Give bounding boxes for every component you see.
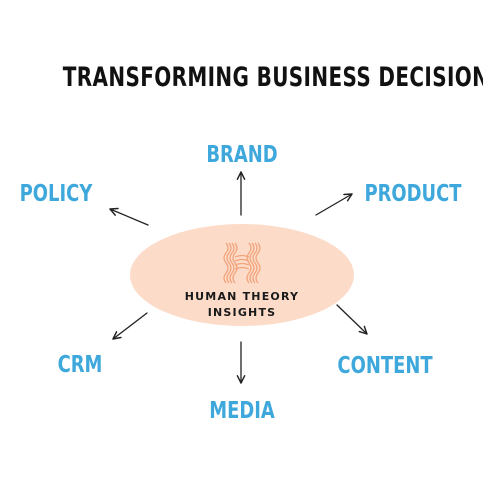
arrow-to-content xyxy=(336,304,368,335)
hub-ellipse xyxy=(130,224,354,326)
node-content: CONTENT xyxy=(337,353,433,379)
node-crm: CRM xyxy=(57,352,103,378)
node-brand: BRAND xyxy=(206,142,278,168)
node-media: MEDIA xyxy=(209,398,275,424)
node-policy: POLICY xyxy=(19,181,93,207)
hub-label-line1: HUMAN THEORY xyxy=(184,290,300,303)
diagram-title: TRANSFORMING BUSINESS DECISIONS xyxy=(62,62,483,93)
hub-label-line2: INSIGHTS xyxy=(207,306,277,319)
arrow-to-product xyxy=(315,193,353,216)
arrow-to-crm xyxy=(112,312,148,340)
wave-h-logo-icon xyxy=(223,242,261,284)
node-product: PRODUCT xyxy=(364,181,462,207)
arrow-to-policy xyxy=(109,207,149,226)
